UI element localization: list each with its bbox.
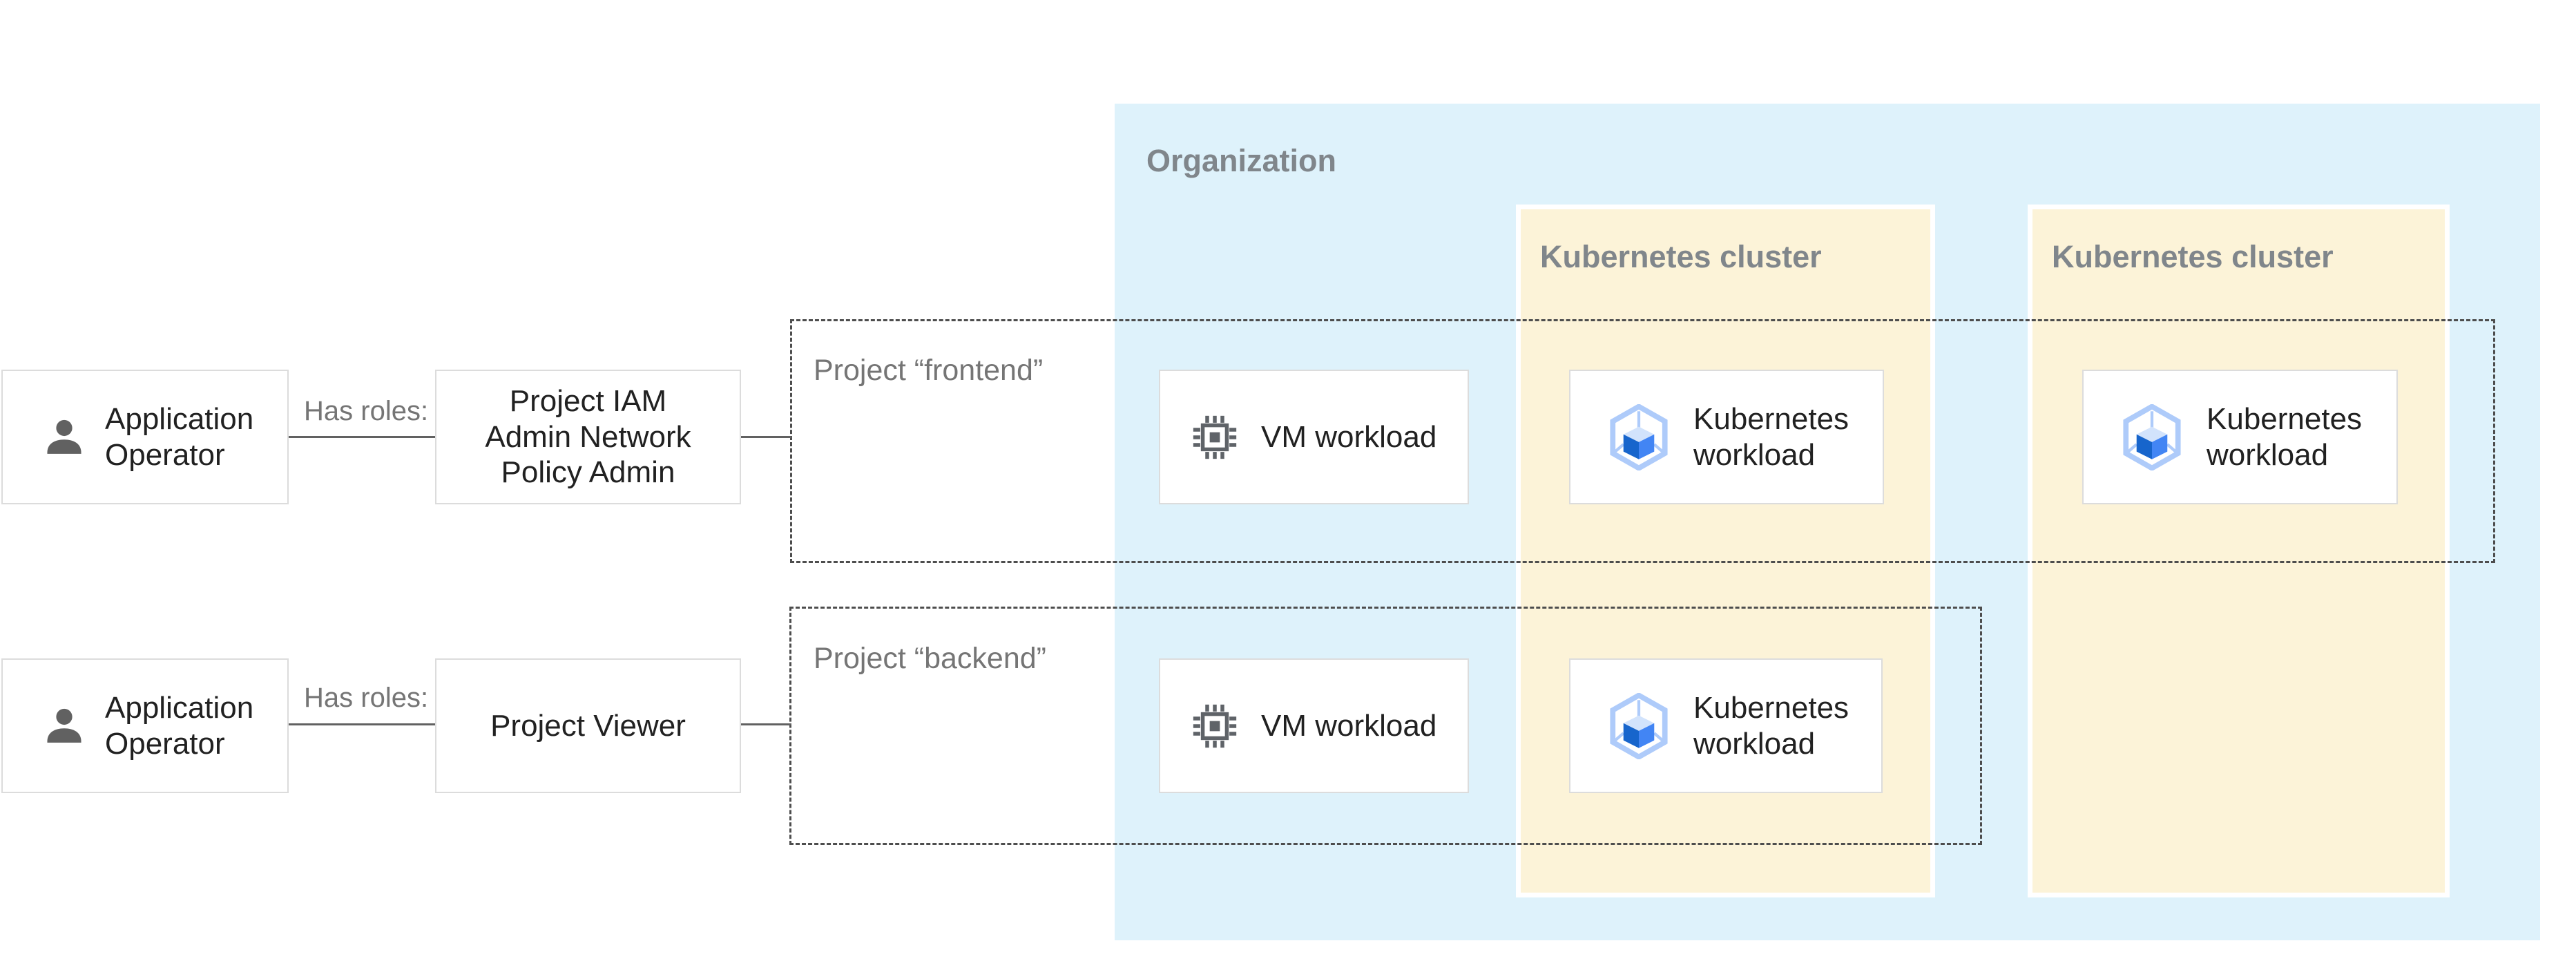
project-backend-label: Project “backend” xyxy=(814,642,1046,675)
person-icon xyxy=(47,708,81,743)
role-box-project-viewer: Project Viewer xyxy=(435,658,741,793)
application-operator-box-1: Application Operator xyxy=(1,370,289,504)
kubernetes-cluster-label-2: Kubernetes cluster xyxy=(2052,239,2334,274)
role-label-project-viewer: Project Viewer xyxy=(490,708,686,743)
has-roles-label-2: Has roles: xyxy=(304,683,429,713)
kubernetes-workload-box-frontend-cluster2: Kubernetes workload xyxy=(2082,370,2398,504)
connector-role1-to-frontend xyxy=(741,436,791,438)
has-roles-label-1: Has roles: xyxy=(304,396,429,426)
chip-icon xyxy=(1193,704,1237,748)
kubernetes-cluster-label-1: Kubernetes cluster xyxy=(1540,239,1822,274)
kubernetes-cluster-zone-2 xyxy=(2028,205,2450,897)
vm-workload-label: VM workload xyxy=(1261,419,1437,454)
kubernetes-workload-box-frontend-cluster1: Kubernetes workload xyxy=(1569,370,1884,504)
role-label-project-iam: Project IAM Admin Network Policy Admin xyxy=(485,383,691,490)
connector-operator2-to-role2 xyxy=(289,723,435,725)
application-operator-label-1: Application Operator xyxy=(105,401,254,472)
kubernetes-workload-label: Kubernetes workload xyxy=(1693,401,1849,472)
kubernetes-workload-box-backend-cluster1: Kubernetes workload xyxy=(1569,658,1883,793)
project-frontend-boundary xyxy=(790,319,2495,563)
connector-role2-to-backend xyxy=(741,723,791,725)
person-icon xyxy=(47,419,81,454)
kubernetes-workload-label: Kubernetes workload xyxy=(2207,401,2363,472)
chip-icon xyxy=(1193,415,1237,459)
application-operator-box-2: Application Operator xyxy=(1,658,289,793)
application-operator-label-2: Application Operator xyxy=(105,690,254,761)
vm-workload-box-backend: VM workload xyxy=(1159,658,1469,793)
project-frontend-label: Project “frontend” xyxy=(814,354,1044,387)
connector-operator1-to-role1 xyxy=(289,436,435,438)
gke-hexagon-icon xyxy=(1610,692,1668,759)
kubernetes-workload-label: Kubernetes workload xyxy=(1693,690,1849,761)
gke-hexagon-icon xyxy=(1610,403,1668,470)
gke-hexagon-icon xyxy=(2123,403,2181,470)
vm-workload-box-frontend: VM workload xyxy=(1159,370,1469,504)
organization-label: Organization xyxy=(1146,143,1337,178)
project-backend-boundary xyxy=(789,607,1982,845)
vm-workload-label: VM workload xyxy=(1261,708,1437,743)
role-box-project-iam: Project IAM Admin Network Policy Admin xyxy=(435,370,741,504)
